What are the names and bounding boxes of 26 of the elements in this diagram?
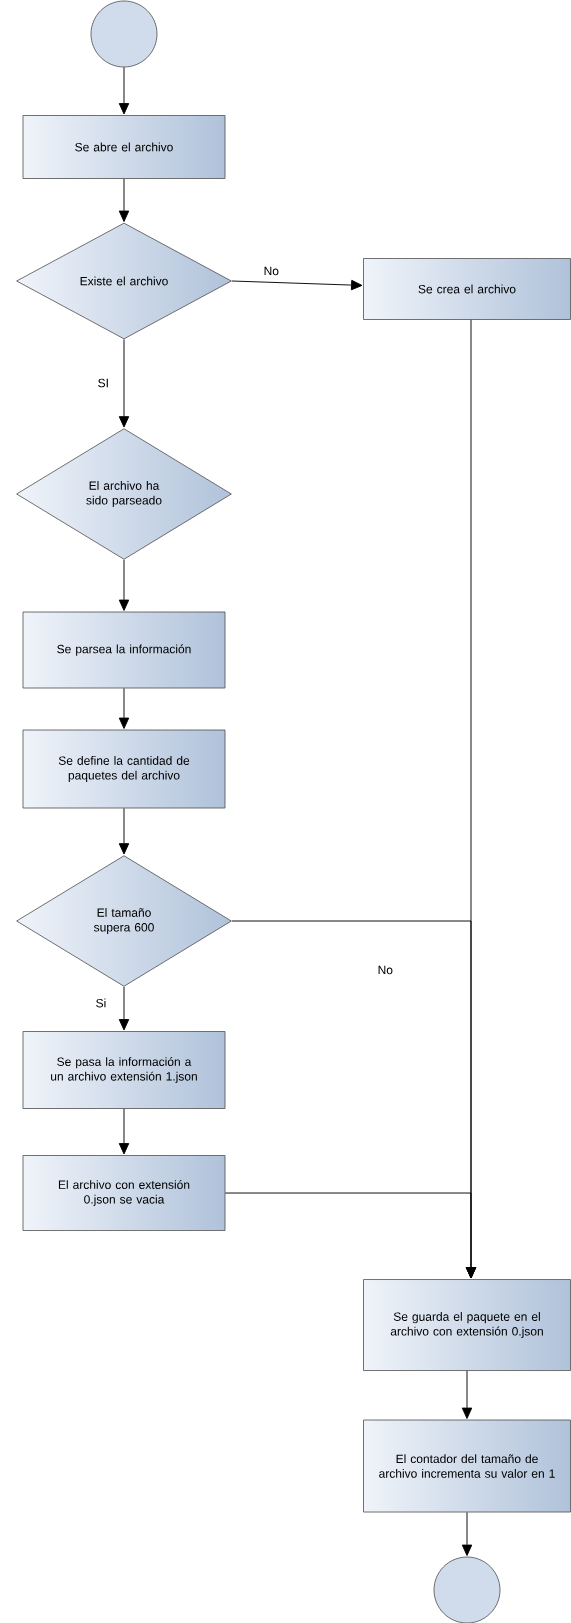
process-box: Se pasa la información a un archivo extensión 1.json xyxy=(22,1031,226,1109)
arrow xyxy=(118,338,130,428)
process-box: El archivo con extensión 0.json se vacia xyxy=(22,1155,226,1231)
arrow xyxy=(118,178,130,222)
arrow xyxy=(118,1108,130,1155)
process-box: Se abre el archivo xyxy=(22,115,226,179)
edge-label: No xyxy=(262,265,281,277)
arrow xyxy=(118,687,130,729)
arrow xyxy=(118,559,130,611)
process-box: Se crea el archivo xyxy=(363,258,571,320)
process-box: El contador del tamaño de archivo incrementa su valor en 1 xyxy=(363,1419,571,1513)
edge-label: Si xyxy=(94,997,108,1009)
arrow xyxy=(118,807,130,855)
arrow xyxy=(461,1370,473,1419)
edge-label: No xyxy=(376,964,395,976)
process-box: Se parsea la información xyxy=(22,611,226,689)
arrow xyxy=(118,66,130,115)
terminal-circle xyxy=(90,0,158,68)
process-box: Se guarda el paquete en el archivo con extensión 0.json xyxy=(363,1279,571,1371)
arrow xyxy=(224,1192,477,1279)
arrow xyxy=(461,1511,473,1556)
terminal-circle xyxy=(433,1556,501,1623)
process-box: Se define la cantidad de paquetes del archivo xyxy=(22,729,226,809)
arrow xyxy=(118,986,130,1031)
edge-label: SI xyxy=(96,377,111,389)
arrow xyxy=(231,279,363,291)
